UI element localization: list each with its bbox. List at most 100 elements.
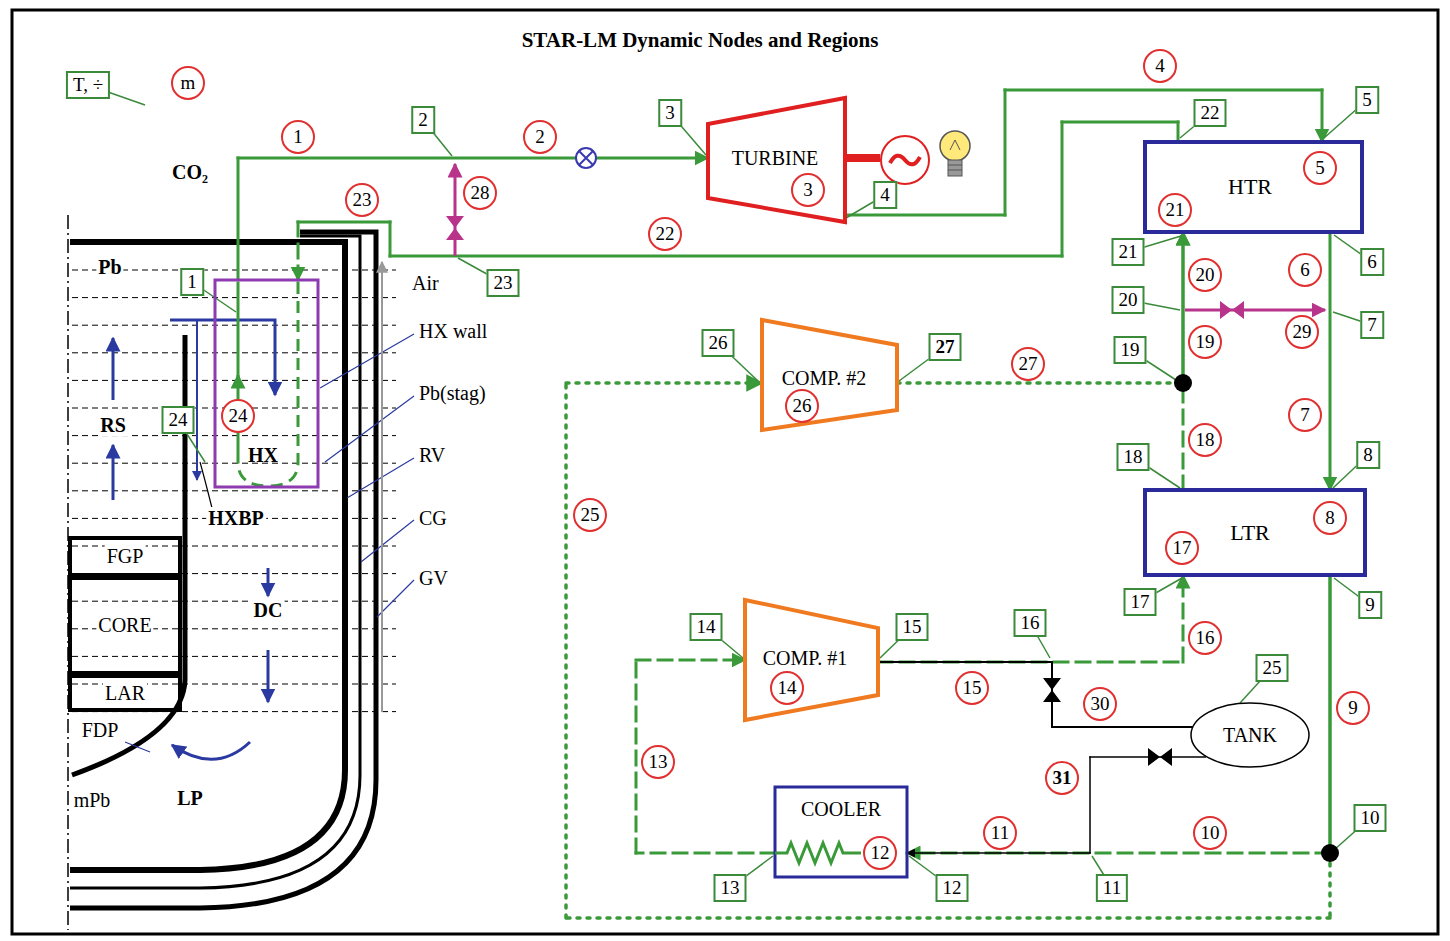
node-label: TANK: [1223, 724, 1277, 746]
flow-line: [878, 575, 1183, 662]
junction-dot: [1174, 374, 1192, 392]
flow-segment: [845, 214, 1005, 217]
flow-line: [566, 383, 1330, 918]
region-label: LAR: [103, 682, 147, 704]
callout-number: 24: [221, 399, 255, 433]
frame: [12, 10, 1438, 934]
callout-number: 1: [281, 120, 315, 154]
node-number-tag: 10: [1354, 804, 1387, 832]
flow-line: [907, 575, 1330, 853]
callout-number: 18: [1188, 423, 1222, 457]
callout-number: 10: [1193, 816, 1227, 850]
node-number-tag: 4: [873, 181, 897, 209]
callout-number: 25: [573, 498, 607, 532]
ltr-box: LTR817: [1145, 490, 1365, 575]
part-label: Pb(stag): [417, 382, 488, 404]
compressor: COMP. #226: [762, 320, 897, 430]
flow-segment: [1089, 757, 1091, 853]
flow-segment: [1090, 756, 1205, 758]
callout-number: 13: [641, 745, 675, 779]
node-shape: [762, 320, 897, 430]
node-number-tag: 14: [690, 613, 723, 641]
part-label: GV: [417, 567, 450, 589]
region-label: FDP: [80, 719, 121, 741]
light-bulb: [940, 131, 970, 176]
flow-segment: [1182, 232, 1185, 383]
node-number-tag: 5: [1355, 86, 1379, 114]
flow-segment: [635, 660, 638, 853]
callout-number: 2: [523, 120, 557, 154]
air-arrow: [381, 262, 383, 712]
flow-segment: [636, 659, 745, 662]
flow-line: [845, 90, 1322, 215]
bypass-line: [454, 164, 457, 256]
node-shape: [745, 600, 878, 720]
callout-number: 29: [1285, 315, 1319, 349]
callout-number: 11: [983, 816, 1017, 850]
node-label: COOLER: [801, 798, 881, 820]
flow-segment: [238, 157, 708, 160]
node-label: COMP. #2: [782, 367, 866, 389]
node-number-tag: 25: [1256, 654, 1289, 682]
node-number-tag: 1: [180, 268, 204, 296]
flow-segment: [1004, 90, 1007, 215]
callout-number: 16: [1188, 621, 1222, 655]
node-number-tag: 8: [1356, 441, 1380, 469]
node-number-tag: 19: [1114, 336, 1147, 364]
node-number-tag: 7: [1360, 311, 1384, 339]
callout-number: 14: [770, 671, 804, 705]
node-shape: [1191, 703, 1309, 767]
callout-number: 4: [1143, 49, 1177, 83]
valve-symbol: [1148, 748, 1172, 766]
callout-number: 15: [955, 671, 989, 705]
callout-number: 9: [1336, 691, 1370, 725]
node-label: LTR: [1230, 522, 1270, 544]
region-label: mPb: [72, 789, 113, 811]
valve-symbol: [446, 216, 464, 240]
cooler-coil: [775, 843, 861, 863]
node-shape: [708, 98, 845, 222]
flow-segment: [1005, 89, 1322, 92]
hx-tube: [238, 282, 298, 486]
junction-dot: [1321, 844, 1339, 862]
callout-number: m: [171, 66, 205, 100]
node-number-tag: 12: [936, 874, 969, 902]
node-number-tag: 15: [896, 613, 929, 641]
callout-number: 8: [1313, 501, 1347, 535]
flow-line: [1183, 232, 1184, 490]
flow-segment: [907, 852, 1090, 854]
region-label: CORE: [96, 614, 153, 636]
flow-segment: [1328, 853, 1332, 918]
node-number-tag: 18: [1117, 443, 1150, 471]
turbine: TURBINE3: [708, 98, 845, 222]
htr-box: HTR521: [1145, 142, 1362, 232]
node-number-tag: 23: [487, 269, 520, 297]
node-number-tag: 20: [1112, 286, 1145, 314]
callout-number: 5: [1303, 151, 1337, 185]
flow-segment: [907, 852, 1330, 855]
flow-segment: [1061, 122, 1064, 256]
flow-segment: [1329, 575, 1332, 853]
generator: [845, 136, 929, 184]
callout-number: 27: [1011, 347, 1045, 381]
callout-number: 23: [345, 183, 379, 217]
node-number-tag: 27: [929, 333, 962, 361]
flow-segment: [1182, 232, 1185, 383]
tank: TANK: [1190, 702, 1310, 768]
node-number-tag: 9: [1358, 591, 1382, 619]
node-number-tag: 26: [702, 329, 735, 357]
flow-segment: [390, 255, 1062, 258]
node-label: HTR: [1228, 176, 1272, 198]
callout-number: 22: [648, 217, 682, 251]
callout-number: 3: [791, 173, 825, 207]
region-label: RS: [98, 414, 128, 436]
flow-segment: [1321, 90, 1324, 142]
flow-line: [878, 662, 1192, 727]
callout-number: 31: [1045, 761, 1079, 795]
flow-segment: [1062, 121, 1178, 124]
flow-segment: [389, 222, 392, 256]
node-number-tag: 3: [658, 99, 682, 127]
node-number-tag: T, ÷: [66, 71, 110, 99]
vessel-walls: [70, 232, 376, 908]
